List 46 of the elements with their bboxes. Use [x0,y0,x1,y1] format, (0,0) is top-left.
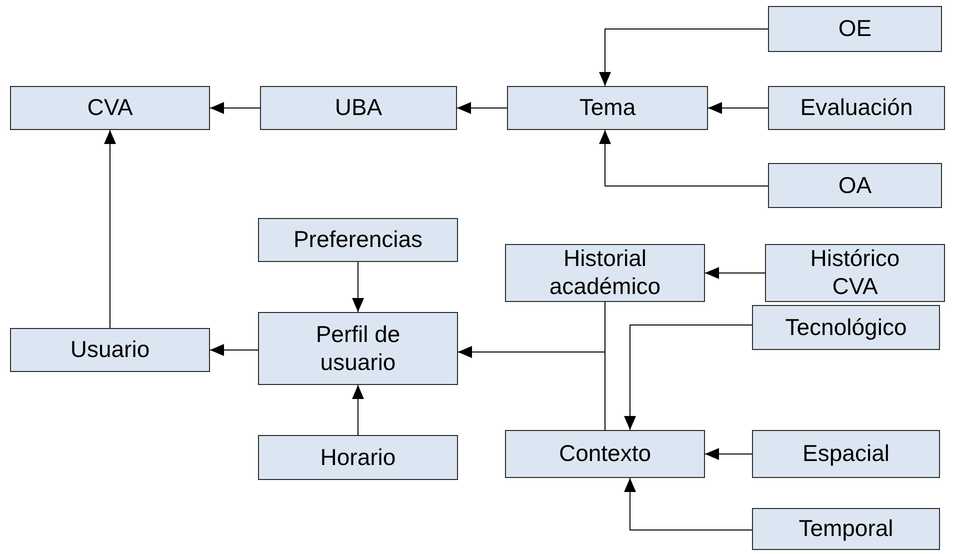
box-label: Perfil de usuario [314,320,402,376]
process-box [260,86,457,130]
box-label: Espacial [802,440,890,468]
process-box [258,312,458,385]
box-label: UBA [334,94,382,122]
box-label: Historial académico [548,245,662,301]
process-box [768,6,942,52]
box-label: OA [838,172,872,200]
box-label: Usuario [70,336,150,364]
box-label: Evaluación [800,94,913,122]
arrow [210,102,260,114]
process-box [258,218,458,262]
box-label: Temporal [798,515,894,543]
process-box [765,244,945,302]
box-label: Histórico CVA [809,245,901,301]
process-box [10,86,210,130]
arrow [624,324,752,430]
arrow [704,267,766,279]
arrow [599,28,768,86]
arrow [104,130,116,328]
arrow [456,102,508,114]
arrow [352,262,364,312]
arrow [708,102,768,114]
box-label: OE [838,15,872,43]
process-box [752,508,940,550]
box-label: Contexto [558,440,652,468]
box-label: CVA [87,94,133,122]
arrow [458,346,606,430]
process-box [505,430,705,478]
process-box [505,244,705,302]
box-label: Tema [579,94,636,122]
process-box [752,305,940,350]
process-box [752,430,940,478]
arrow [704,448,752,460]
arrow [352,384,364,436]
arrow [624,478,752,530]
box-label: Preferencias [293,226,423,254]
process-box [768,163,942,208]
process-box [10,328,210,372]
process-box [768,86,945,130]
arrow [210,344,258,356]
box-label: Horario [320,444,396,472]
process-box [258,435,458,480]
arrow [599,130,768,186]
process-box [507,86,708,130]
box-label: Tecnológico [785,314,907,342]
